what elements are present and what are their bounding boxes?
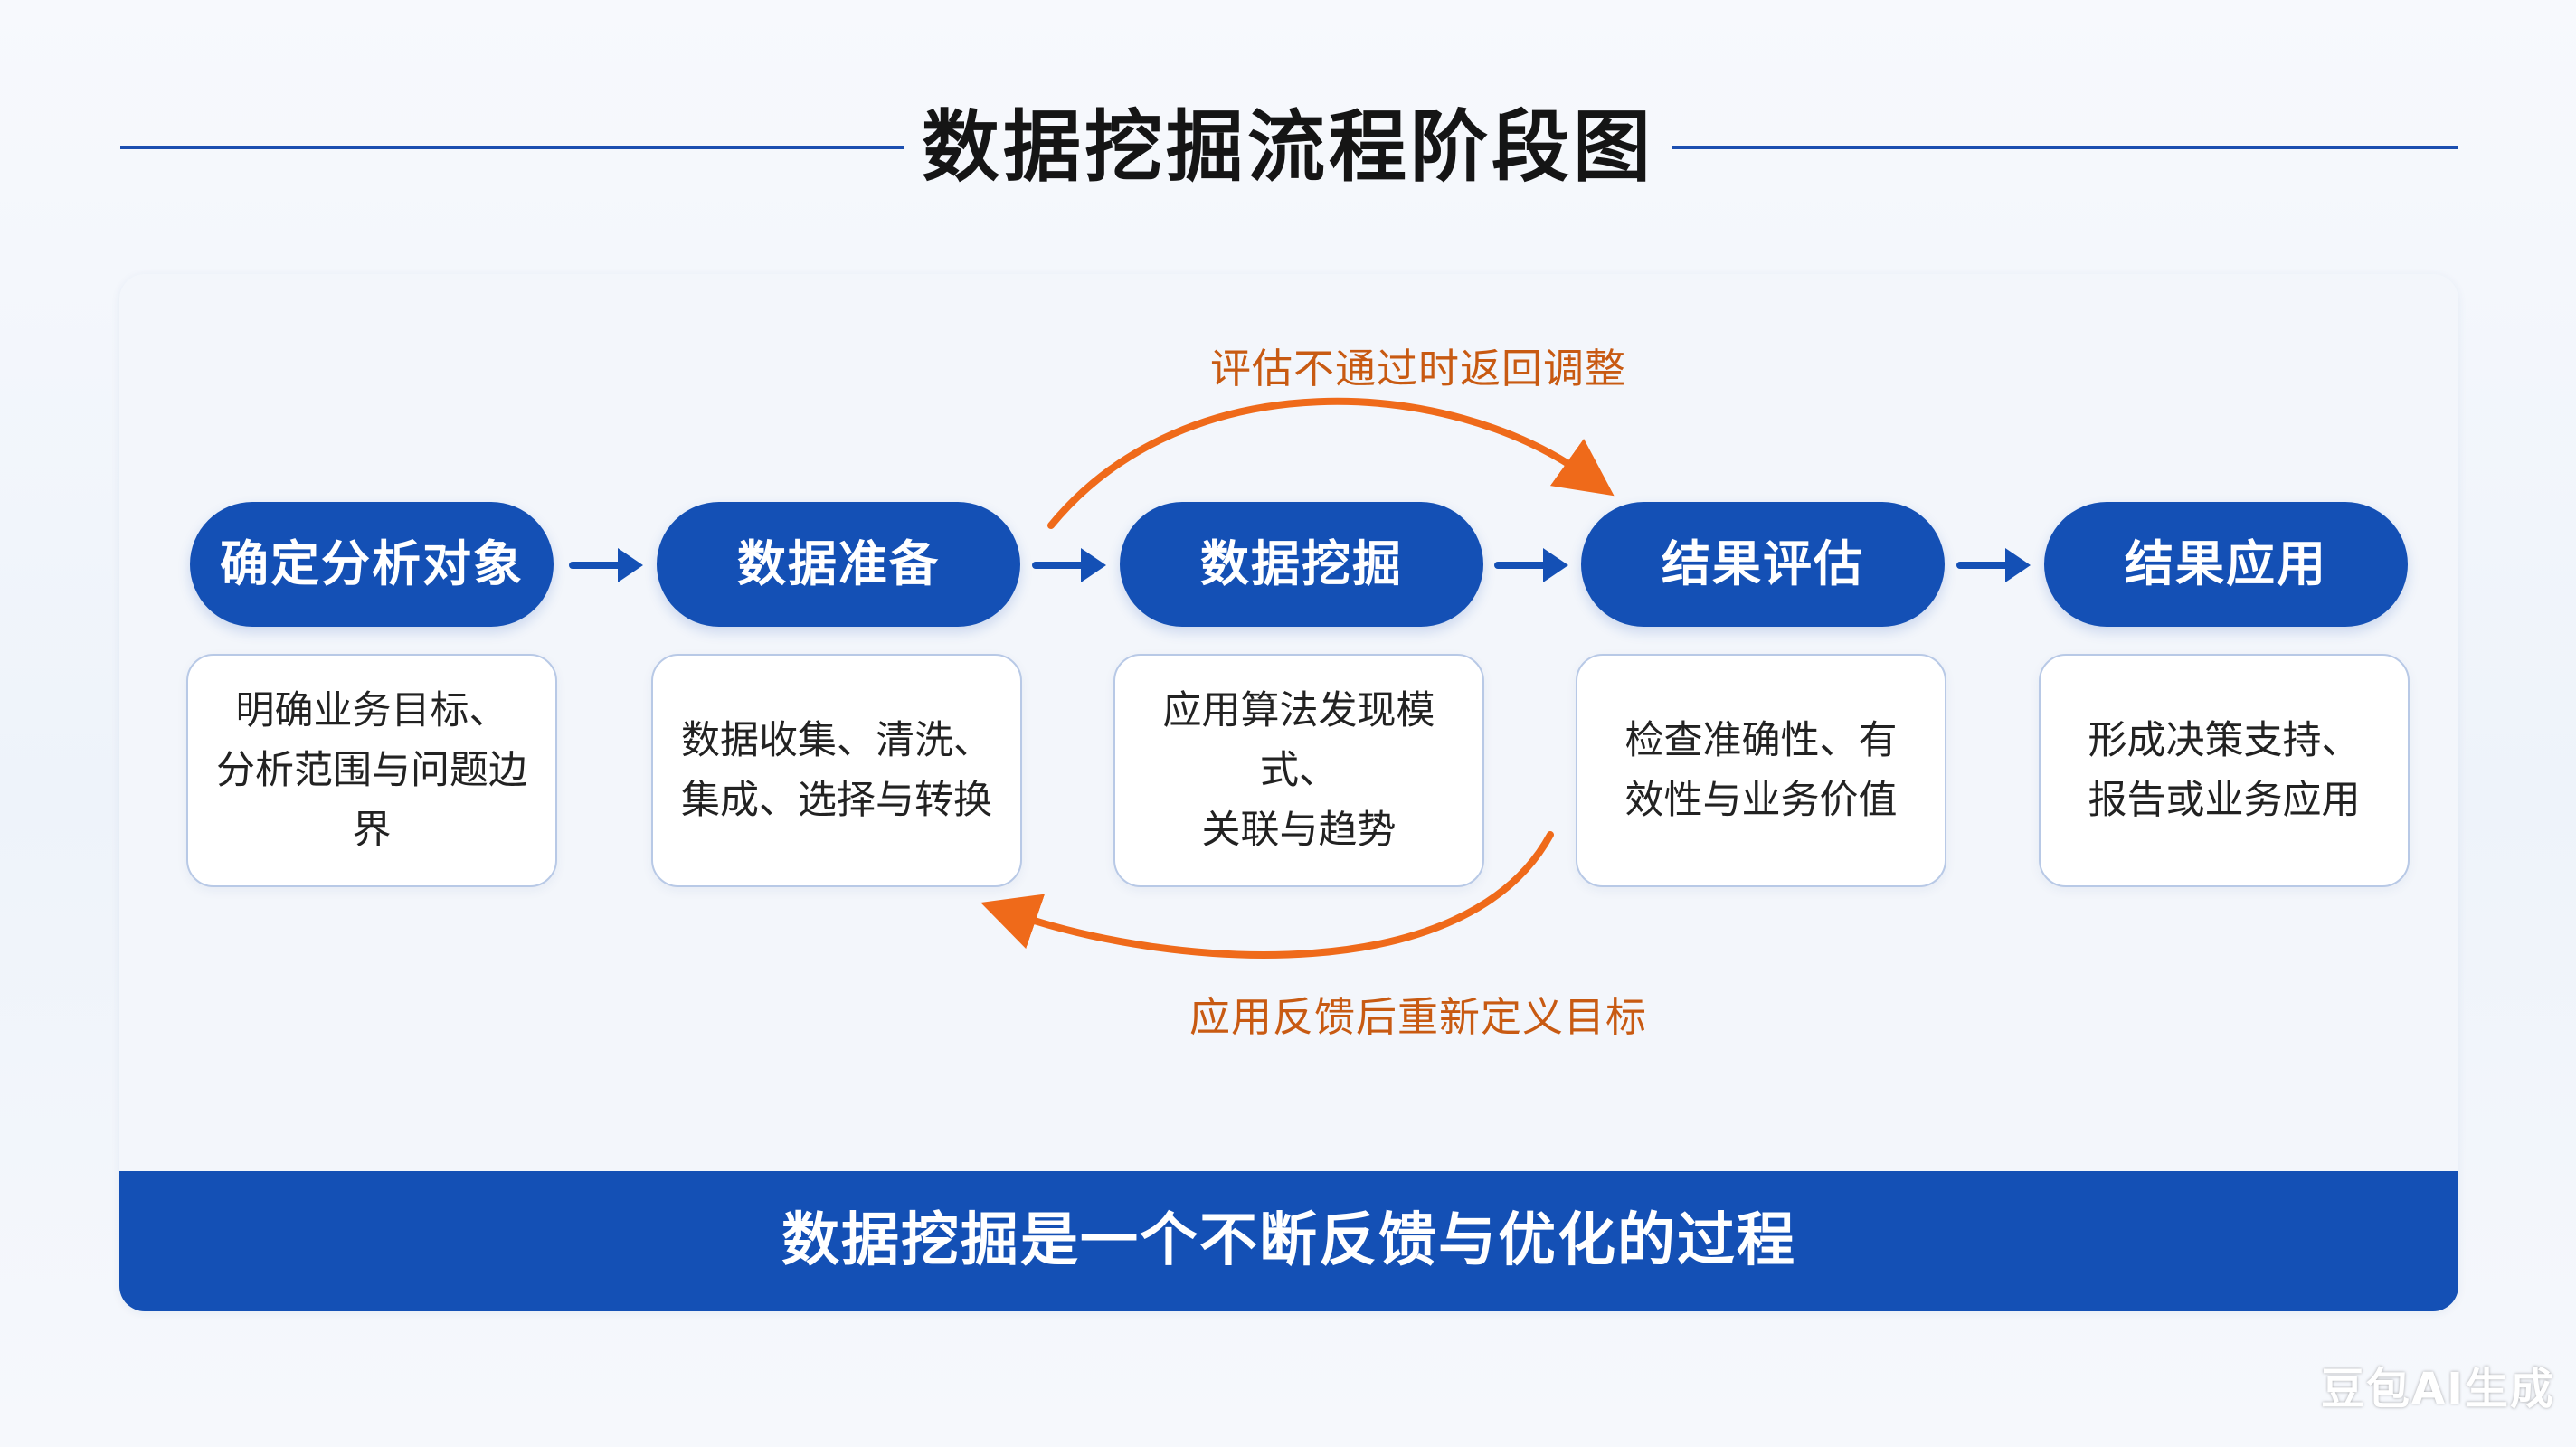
desc-line: 集成、选择与转换 — [681, 778, 992, 823]
feedback-arrows — [980, 397, 1615, 959]
desc-line: 应用算法发现模式、 — [1162, 688, 1435, 793]
stage-desc-data-prep: 数据收集、清洗、 集成、选择与转换 — [651, 654, 1022, 887]
title-rule-right — [1672, 146, 2458, 149]
desc-line: 形成决策支持、 — [2088, 718, 2361, 763]
desc-line: 分析范围与问题边界 — [216, 748, 527, 853]
desc-line: 检查准确性、有 — [1624, 718, 1898, 763]
stage-desc-result-apply: 形成决策支持、 报告或业务应用 — [2039, 654, 2410, 887]
page-title: 数据挖掘流程阶段图 — [922, 102, 1654, 193]
arrow-right-icon — [1956, 548, 2031, 582]
desc-line: 报告或业务应用 — [2088, 778, 2361, 823]
desc-line: 效性与业务价值 — [1624, 778, 1898, 823]
desc-line: 关联与趋势 — [1201, 808, 1397, 853]
stage-pill-data-prep: 数据准备 — [657, 502, 1020, 627]
bottom-feedback-label: 应用反馈后重新定义目标 — [1189, 993, 1647, 1041]
bottom-feedback-arrow — [980, 831, 1554, 959]
flow-panel: 评估不通过时返回调整 应用反馈后重新定义目标 确定分析对象 明确业务目标、 分析… — [119, 274, 2458, 1311]
stage-pill-data-mining: 数据挖掘 — [1120, 502, 1483, 627]
stage-desc-data-mining: 应用算法发现模式、 关联与趋势 — [1113, 654, 1484, 887]
arrow-right-icon — [1032, 548, 1106, 582]
ai-watermark: 豆包AI生成 — [2321, 1364, 2556, 1414]
top-feedback-label: 评估不通过时返回调整 — [1209, 345, 1626, 392]
summary-banner: 数据挖掘是一个不断反馈与优化的过程 — [119, 1171, 2458, 1311]
desc-line: 明确业务目标、 — [235, 688, 508, 733]
stage-desc-result-eval: 检查准确性、有 效性与业务价值 — [1576, 654, 1946, 887]
top-feedback-arrow — [1047, 397, 1615, 529]
desc-line: 数据收集、清洗、 — [681, 718, 992, 763]
stage-desc-define-target: 明确业务目标、 分析范围与问题边界 — [186, 654, 557, 887]
arrow-right-icon — [569, 548, 643, 582]
stage-pill-define-target: 确定分析对象 — [190, 502, 554, 627]
stage-pill-result-eval: 结果评估 — [1581, 502, 1945, 627]
stage-pill-result-apply: 结果应用 — [2044, 502, 2408, 627]
title-rule-left — [120, 146, 904, 149]
arrow-right-icon — [1494, 548, 1568, 582]
